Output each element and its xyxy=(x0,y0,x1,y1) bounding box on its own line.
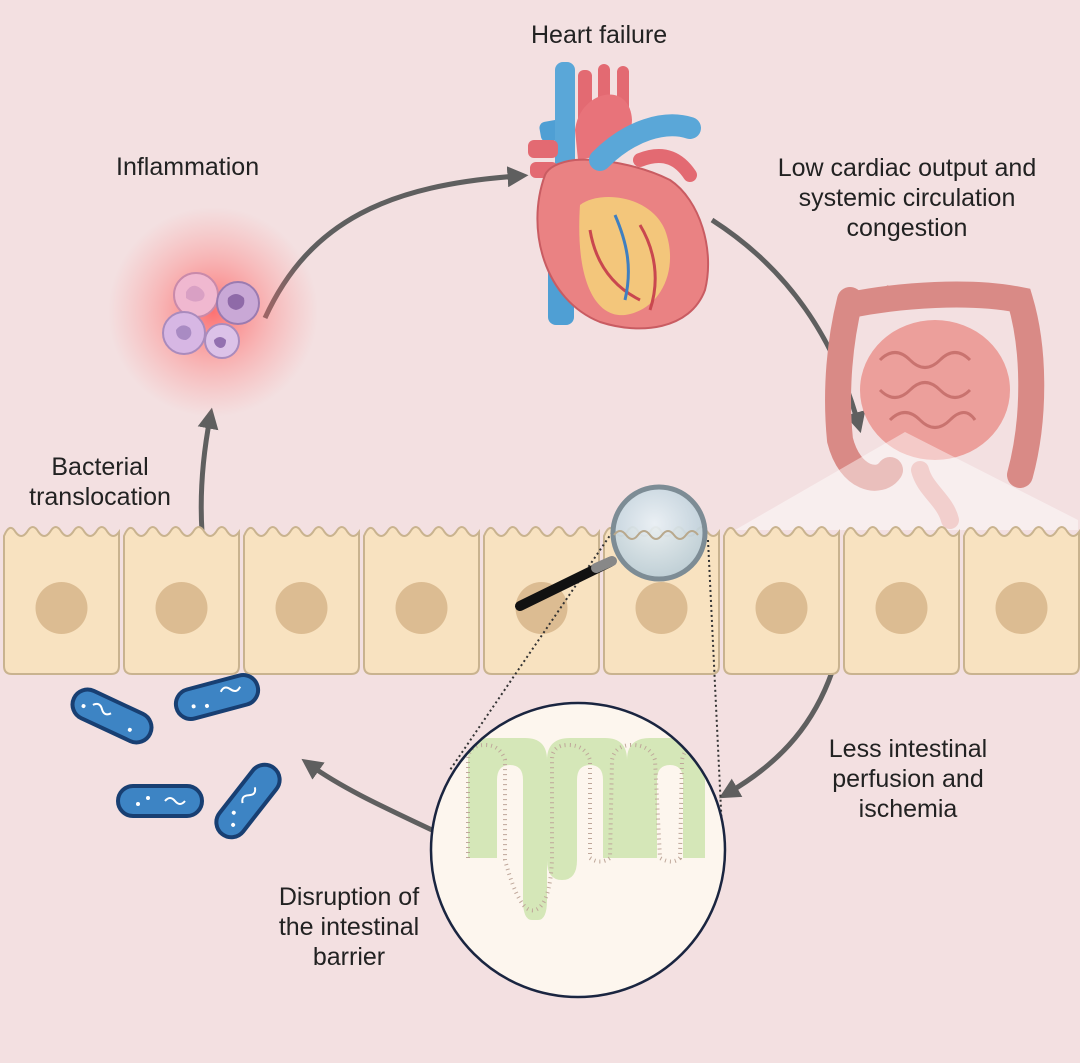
cell-nucleus xyxy=(155,582,208,634)
epithelial-cell xyxy=(363,526,480,675)
arrow-barrier-to-bacteria xyxy=(301,758,434,833)
arrow-translocation-up xyxy=(197,407,219,533)
immune-cells-icon xyxy=(108,207,318,417)
arrow-epithelium-to-ischemia xyxy=(718,671,835,799)
less-perfusion-label: Less intestinal perfusion and ischemia xyxy=(828,735,988,823)
epithelial-cell xyxy=(723,526,840,675)
bacteria-group xyxy=(70,673,282,840)
epithelial-cell xyxy=(3,526,120,675)
zoom-lines xyxy=(449,527,723,831)
cell-nucleus xyxy=(275,582,328,634)
epithelial-cell xyxy=(963,526,1080,675)
inflammation-label: Inflammation xyxy=(116,153,260,181)
heart-failure-label: Heart failure xyxy=(531,21,668,49)
cell-nucleus xyxy=(635,582,688,634)
cell-nucleus xyxy=(755,582,808,634)
bacterial-translocation-label: Bacterial translocation xyxy=(29,453,171,511)
bacteria-icon xyxy=(173,673,261,721)
low-cardiac-output-label: Low cardiac output and systemic circulat… xyxy=(777,154,1037,242)
epithelial-cell xyxy=(123,526,240,675)
intestine-icon xyxy=(825,281,1045,529)
bacteria-icon xyxy=(116,784,204,818)
epithelial-cell xyxy=(843,526,960,675)
intestinal-barrier-disruption-label: Disruption of the intestinal barrier xyxy=(278,883,420,971)
heart-icon xyxy=(528,62,709,330)
bacteria-icon xyxy=(70,687,154,745)
cell-nucleus xyxy=(515,582,568,634)
villi-zoom-icon xyxy=(429,701,727,999)
cell-nucleus xyxy=(35,582,88,634)
epithelial-cell xyxy=(243,526,360,675)
cell-nucleus xyxy=(995,582,1048,634)
zoom-projection xyxy=(735,432,1078,530)
magnifier-icon xyxy=(515,484,708,611)
cell-nucleus xyxy=(875,582,928,634)
bacteria-icon xyxy=(214,762,282,840)
cell-nucleus xyxy=(395,582,448,634)
